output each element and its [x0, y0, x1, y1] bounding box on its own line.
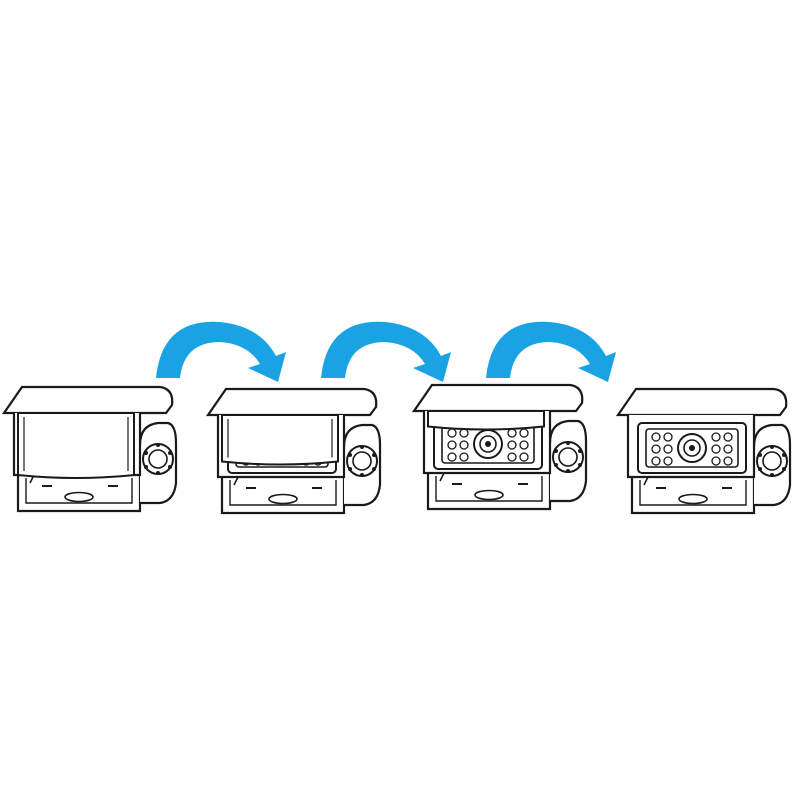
curved-arrow-right-icon — [156, 321, 286, 382]
shutter-cover — [18, 413, 134, 478]
shutter-cover — [428, 411, 544, 430]
camera-shutter-fully-open — [616, 387, 792, 515]
lens-face — [637, 422, 747, 474]
shutter-cover — [222, 415, 338, 465]
camera-shutter-mostly-open — [412, 383, 588, 511]
curved-arrow-right-icon — [486, 321, 616, 382]
camera-shutter-closed — [2, 385, 178, 513]
camera-shutter-partially-open — [206, 387, 382, 515]
curved-arrow-right-icon — [321, 321, 451, 382]
